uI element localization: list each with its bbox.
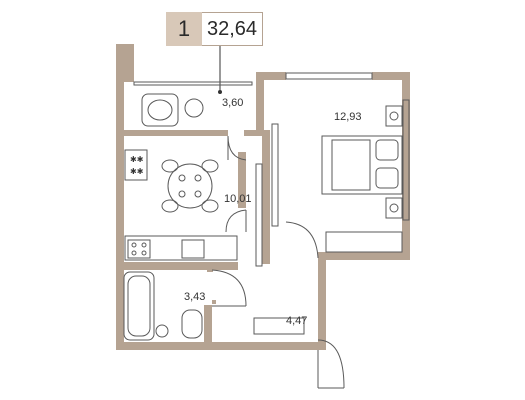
balcony-area-label: 3,60 xyxy=(222,97,243,109)
bed xyxy=(321,105,403,219)
svg-text:✱✱: ✱✱ xyxy=(130,155,144,164)
leader-dot xyxy=(218,90,222,94)
svg-text:✱✱: ✱✱ xyxy=(130,167,144,176)
bedroom-area-label: 12,93 xyxy=(334,111,362,123)
balcony-glazing xyxy=(133,81,253,86)
bathroom-fixtures xyxy=(123,271,203,341)
dining-table xyxy=(161,159,219,213)
sliding-doors xyxy=(255,123,279,267)
apartment-badge: 1 32,64 xyxy=(166,12,263,46)
door-swings xyxy=(211,135,345,389)
hallway-radiator xyxy=(253,317,305,335)
bathroom-area-label: 3,43 xyxy=(184,291,205,303)
walls xyxy=(116,44,410,350)
balcony-fixtures xyxy=(141,93,204,127)
bedroom-radiator xyxy=(325,231,403,253)
hallway-area-label: 4,47 xyxy=(286,315,307,327)
stove: ✱✱ ✱✱ xyxy=(124,149,148,181)
kitchen-counter xyxy=(124,235,238,261)
windows xyxy=(285,72,410,221)
total-area: 32,64 xyxy=(202,12,263,46)
kitchen-area-label: 10,01 xyxy=(224,193,252,205)
room-count: 1 xyxy=(166,12,202,46)
